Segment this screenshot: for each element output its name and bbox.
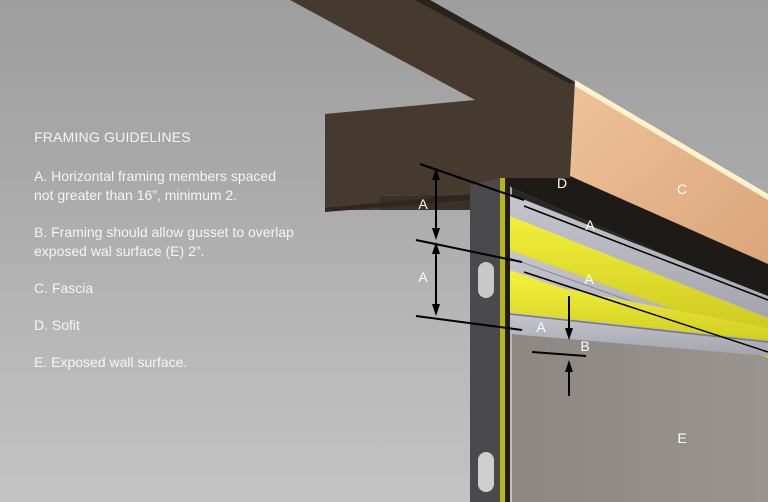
label-d-sofit: D xyxy=(556,175,568,191)
post-slot xyxy=(478,452,494,492)
label-a-spacing-top: A xyxy=(418,196,428,212)
framing-guidelines: FRAMING GUIDELINES A. Horizontal framing… xyxy=(34,128,354,390)
fascia xyxy=(570,80,768,264)
label-c-fascia: C xyxy=(676,181,688,197)
guideline-c: C. Fascia xyxy=(34,280,94,296)
roof-rafter xyxy=(290,0,575,178)
guideline-b: B. Framing should allow gusset to overla… xyxy=(34,224,294,259)
exposed-wall-surface xyxy=(512,330,768,502)
label-b-overlap: B xyxy=(580,338,590,354)
guideline-a: A. Horizontal framing members spaced not… xyxy=(34,168,276,203)
vertical-post xyxy=(470,178,510,502)
post-slot xyxy=(478,262,494,298)
guideline-d: D. Sofit xyxy=(34,317,80,333)
label-a-rail-2: A xyxy=(584,271,594,287)
guideline-e: E. Exposed wall surface. xyxy=(34,354,188,370)
guidelines-title: FRAMING GUIDELINES xyxy=(34,129,191,145)
label-a-spacing-bottom: A xyxy=(418,269,428,285)
label-e-wall: E xyxy=(677,430,687,446)
dimension-lines xyxy=(415,163,768,396)
label-a-rail-3: A xyxy=(536,319,546,335)
label-a-rail-1: A xyxy=(585,217,595,233)
